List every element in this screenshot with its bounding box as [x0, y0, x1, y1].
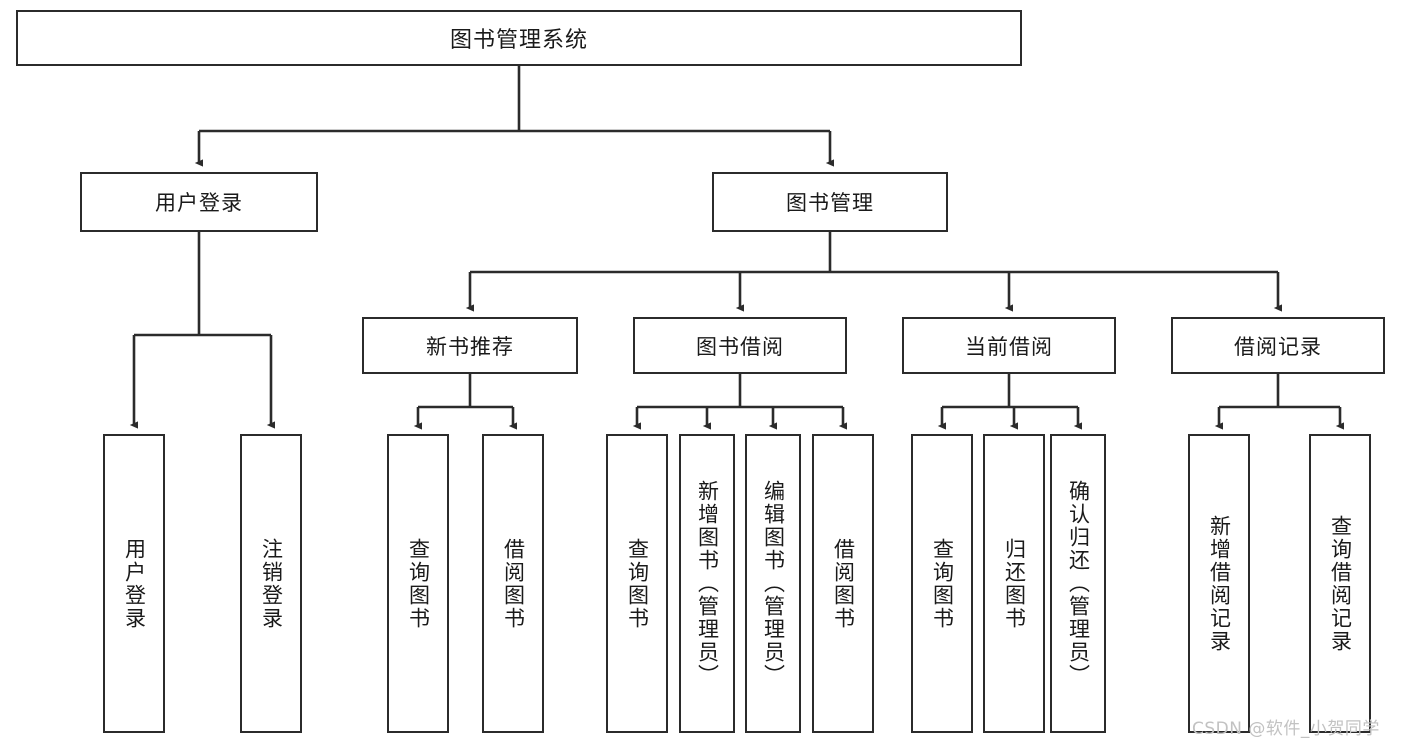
leaf-confirm-return-admin-label: 确认归还（管理员） — [1066, 480, 1091, 687]
leaf-add-book-admin-label: 新增图书（管理员） — [695, 480, 720, 687]
node-borrow-records-label: 借阅记录 — [1234, 334, 1322, 359]
node-book-management-label: 图书管理 — [786, 191, 874, 215]
leaf-query-books-newbook-label: 查询图书 — [406, 537, 431, 630]
leaf-add-borrow-record[interactable]: 新增借阅记录 — [1188, 434, 1250, 733]
leaf-borrow-books-label: 借阅图书 — [831, 537, 856, 630]
node-root-label: 图书管理系统 — [449, 28, 588, 53]
leaf-confirm-return-admin[interactable]: 确认归还（管理员） — [1050, 434, 1106, 733]
node-new-book-recommend[interactable]: 新书推荐 — [362, 317, 578, 374]
node-root[interactable]: 图书管理系统 — [16, 10, 1022, 66]
leaf-borrow-books-newbook[interactable]: 借阅图书 — [482, 434, 544, 733]
leaf-edit-book-admin[interactable]: 编辑图书（管理员） — [745, 434, 801, 733]
leaf-query-books-current[interactable]: 查询图书 — [911, 434, 973, 733]
node-current-borrow-label: 当前借阅 — [965, 334, 1053, 359]
leaf-add-borrow-record-label: 新增借阅记录 — [1207, 514, 1232, 653]
leaf-return-books[interactable]: 归还图书 — [983, 434, 1045, 733]
leaf-borrow-books-newbook-label: 借阅图书 — [501, 537, 526, 630]
csdn-watermark: CSDN @软件_小贺同学 — [1192, 719, 1380, 739]
leaf-user-login[interactable]: 用户登录 — [103, 434, 165, 733]
node-new-book-recommend-label: 新书推荐 — [426, 334, 514, 359]
node-book-management[interactable]: 图书管理 — [712, 172, 948, 232]
leaf-query-books-newbook[interactable]: 查询图书 — [387, 434, 449, 733]
leaf-logout-label: 注销登录 — [259, 537, 284, 630]
node-current-borrow[interactable]: 当前借阅 — [902, 317, 1116, 374]
leaf-borrow-books[interactable]: 借阅图书 — [812, 434, 874, 733]
leaf-query-borrow-record[interactable]: 查询借阅记录 — [1309, 434, 1371, 733]
leaf-query-books-current-label: 查询图书 — [930, 537, 955, 630]
node-borrow-records[interactable]: 借阅记录 — [1171, 317, 1385, 374]
leaf-logout[interactable]: 注销登录 — [240, 434, 302, 733]
node-user-login[interactable]: 用户登录 — [80, 172, 318, 232]
leaf-add-book-admin[interactable]: 新增图书（管理员） — [679, 434, 735, 733]
leaf-query-books-borrow[interactable]: 查询图书 — [606, 434, 668, 733]
node-user-login-label: 用户登录 — [155, 191, 243, 215]
node-book-borrow[interactable]: 图书借阅 — [633, 317, 847, 374]
leaf-edit-book-admin-label: 编辑图书（管理员） — [761, 480, 786, 687]
leaf-query-borrow-record-label: 查询借阅记录 — [1328, 514, 1353, 653]
leaf-return-books-label: 归还图书 — [1002, 537, 1027, 630]
leaf-query-books-borrow-label: 查询图书 — [625, 537, 650, 630]
leaf-user-login-label: 用户登录 — [122, 537, 147, 630]
node-book-borrow-label: 图书借阅 — [696, 334, 784, 359]
